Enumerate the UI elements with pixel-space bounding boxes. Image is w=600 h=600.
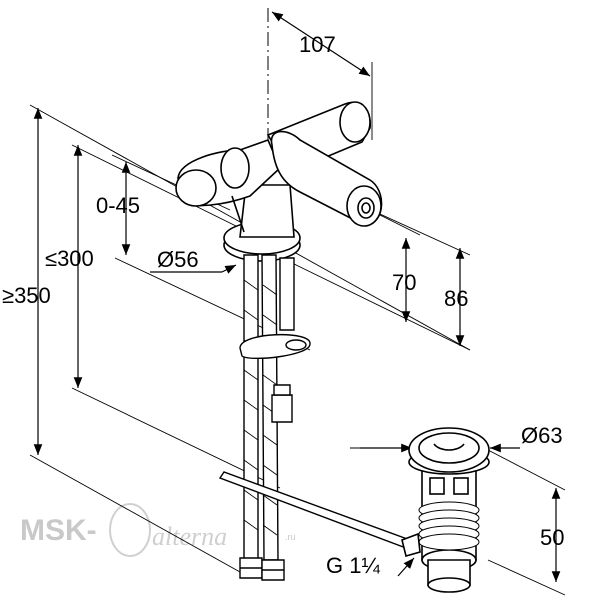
label-min-height: ≥350 — [2, 283, 51, 308]
label-spout-height: 70 — [392, 270, 416, 295]
dim-line-107 — [271, 11, 371, 77]
label-base-diameter: Ø56 — [157, 247, 199, 272]
label-adjust-range: 0-45 — [96, 193, 140, 218]
watermark-script: alterna — [152, 522, 227, 551]
label-waste-height: 50 — [540, 525, 564, 550]
watermark: MSK- alterna .ru — [20, 503, 296, 557]
faucet-body — [175, 101, 383, 262]
label-max-height: ≤300 — [45, 246, 94, 271]
label-total-height: 86 — [444, 286, 468, 311]
label-waste-diameter: Ø63 — [521, 423, 563, 448]
dimension-lines — [33, 11, 561, 582]
dim-leader-thread — [397, 557, 415, 577]
watermark-domain: .ru — [285, 532, 296, 542]
supply-hoses — [239, 254, 311, 581]
waste-valve — [401, 427, 490, 593]
watermark-brand: MSK- — [20, 514, 97, 547]
label-thread: G 1¼ — [326, 553, 380, 578]
dimension-labels: 107 0-45 ≤300 ≥350 Ø56 70 86 Ø63 50 G 1¼ — [2, 32, 564, 578]
watermark-at-icon — [109, 503, 151, 557]
label-width-top: 107 — [299, 32, 336, 57]
